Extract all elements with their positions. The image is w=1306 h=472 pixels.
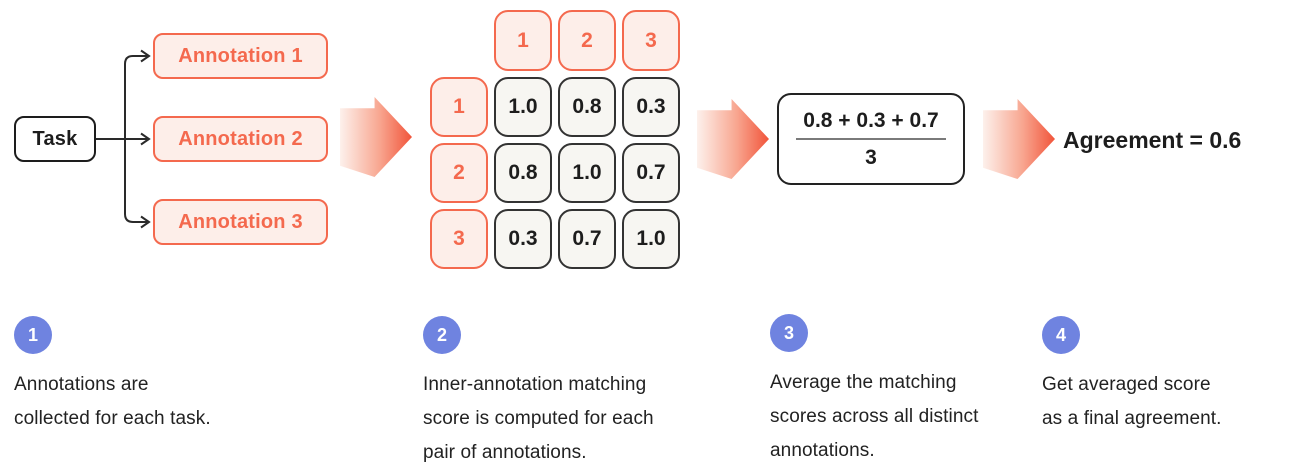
fraction-denominator: 3 bbox=[865, 146, 877, 169]
arrowhead-icon bbox=[140, 215, 151, 229]
matrix-row-header: 2 bbox=[430, 143, 488, 203]
matrix-col-header: 3 bbox=[622, 10, 680, 71]
matrix-cell: 1.0 bbox=[558, 143, 616, 203]
task-label: Task bbox=[32, 127, 78, 150]
matrix-cell: 0.7 bbox=[558, 209, 616, 269]
annotation-2-label: Annotation 2 bbox=[178, 127, 303, 150]
step-4-badge: 4 bbox=[1042, 316, 1080, 354]
step-3-badge: 3 bbox=[770, 314, 808, 352]
annotation-3-label: Annotation 3 bbox=[178, 210, 303, 233]
fraction-numerator: 0.8 + 0.3 + 0.7 bbox=[803, 108, 939, 132]
task-box: Task bbox=[14, 116, 96, 162]
flow-arrow-icon bbox=[983, 99, 1055, 179]
step-4: 4 Get averaged score as a final agreemen… bbox=[1042, 316, 1222, 436]
arrowhead-icon bbox=[140, 49, 151, 63]
matrix-cell: 1.0 bbox=[622, 209, 680, 269]
matrix-cell: 0.3 bbox=[494, 209, 552, 269]
step-3: 3 Average the matching scores across all… bbox=[770, 314, 979, 468]
annotation-2-box: Annotation 2 bbox=[153, 116, 328, 162]
annotation-3-box: Annotation 3 bbox=[153, 199, 328, 245]
matrix-cell: 0.8 bbox=[494, 143, 552, 203]
matrix-cell: 0.8 bbox=[558, 77, 616, 137]
step-2-caption: Inner-annotation matching score is compu… bbox=[423, 374, 654, 463]
fraction-bar bbox=[796, 138, 946, 140]
annotation-1-label: Annotation 1 bbox=[178, 44, 303, 67]
step-2-badge: 2 bbox=[423, 316, 461, 354]
flow-arrow-icon bbox=[340, 97, 412, 177]
matrix-col-header: 2 bbox=[558, 10, 616, 71]
step-1-caption: Annotations are collected for each task. bbox=[14, 374, 211, 429]
step-2: 2 Inner-annotation matching score is com… bbox=[423, 316, 654, 470]
matrix-cell: 0.7 bbox=[622, 143, 680, 203]
task-branch-connectors bbox=[96, 49, 151, 229]
matrix-cell: 1.0 bbox=[494, 77, 552, 137]
step-3-caption: Average the matching scores across all d… bbox=[770, 372, 979, 461]
matrix-row-header: 3 bbox=[430, 209, 488, 269]
arrowhead-icon bbox=[140, 132, 151, 146]
matrix-cell: 0.3 bbox=[622, 77, 680, 137]
flow-arrow-icon bbox=[697, 99, 769, 179]
step-1-badge: 1 bbox=[14, 316, 52, 354]
annotation-1-box: Annotation 1 bbox=[153, 33, 328, 79]
matrix-corner-spacer bbox=[430, 10, 488, 71]
matrix-row-header: 1 bbox=[430, 77, 488, 137]
matrix-col-header: 1 bbox=[494, 10, 552, 71]
matching-score-matrix: 1 2 3 1 1.0 0.8 0.3 2 0.8 1.0 0.7 3 0.3 … bbox=[430, 10, 680, 269]
step-4-caption: Get averaged score as a final agreement. bbox=[1042, 374, 1222, 429]
step-1: 1 Annotations are collected for each tas… bbox=[14, 316, 211, 436]
average-fraction-box: 0.8 + 0.3 + 0.7 3 bbox=[777, 93, 965, 185]
agreement-result: Agreement = 0.6 bbox=[1063, 127, 1242, 153]
